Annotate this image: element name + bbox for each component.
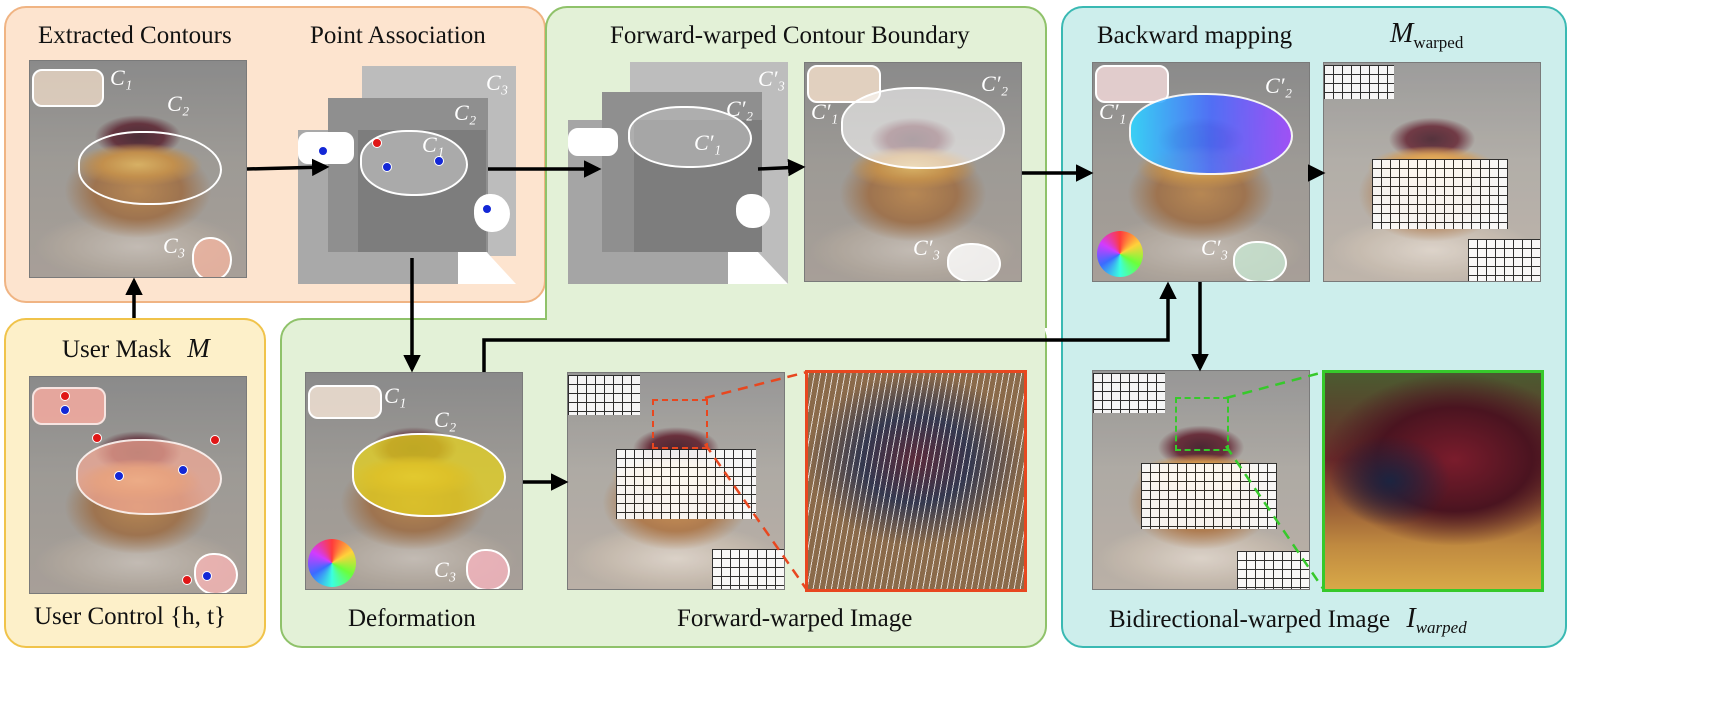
- user-control-label: User Control {h, t}: [34, 603, 227, 630]
- contour-c3: [192, 237, 232, 277]
- fw-contour-c3: [736, 194, 770, 228]
- backward-mapping-image: C′₁ C′₂ C′₃: [1092, 62, 1310, 282]
- arrow-contours-to-association: [246, 158, 330, 177]
- contour-c1: [32, 69, 104, 107]
- extracted-contours-title: Extracted Contours: [38, 22, 232, 49]
- handle-point: [60, 391, 70, 401]
- forward-warped-zoom: [805, 370, 1027, 592]
- contour-c2: [78, 131, 222, 205]
- deform-contour-c1: [308, 385, 382, 419]
- fwi-grid-middle: [616, 449, 756, 519]
- fwi-zoom-box: [652, 399, 708, 449]
- forward-warped-image-label: Forward-warped Image: [677, 605, 913, 632]
- c2-label: C₂: [167, 91, 190, 116]
- deform-c3-label: C₃: [434, 557, 457, 582]
- handle-point: [372, 138, 382, 148]
- zoom-line-green-top: [1225, 370, 1325, 400]
- bwi-zoom-box: [1175, 397, 1229, 451]
- fwb-c3-label: C′₃: [913, 235, 941, 260]
- user-mask-text: User Mask: [62, 336, 172, 363]
- fwi-grid-top: [568, 375, 640, 415]
- fw-contour-c1: [568, 128, 618, 156]
- fw-c3-label: C′₃: [758, 66, 786, 91]
- user-mask-symbol: M: [187, 333, 210, 363]
- i-warped-subscript: warped: [1415, 618, 1467, 637]
- target-point: [434, 156, 444, 166]
- m-warped-grid-top: [1324, 65, 1394, 99]
- arrow-forward-to-boundary: [757, 158, 806, 177]
- user-mask-title: User Mask M: [62, 333, 210, 364]
- arrow-deformation-to-backward: [482, 281, 1177, 372]
- assoc-c3-label: C₃: [486, 70, 509, 95]
- fwb-c1-label: C′₁: [811, 99, 839, 124]
- zoom-line-red-top: [704, 370, 808, 400]
- target-point: [318, 146, 328, 156]
- bidirectional-text: Bidirectional-warped Image: [1109, 606, 1391, 633]
- fw-c2-label: C′₂: [726, 96, 754, 121]
- m-warped-title: Mwarped: [1390, 18, 1463, 53]
- bidirectional-warped-image-label: Bidirectional-warped Image Iwarped: [1109, 603, 1467, 638]
- target-point: [382, 162, 392, 172]
- mask-region-c3: [194, 553, 238, 593]
- forward-warped-stack: C′₁ C′₂ C′₃: [568, 62, 788, 284]
- forward-warped-boundary-title: Forward-warped Contour Boundary: [610, 22, 970, 49]
- bwi-grid-middle: [1141, 463, 1277, 529]
- forward-warped-boundary-image: C′₁ C′₂ C′₃: [804, 62, 1022, 282]
- deformation-image: C₁ C₂ C₃: [305, 372, 523, 590]
- target-point: [482, 204, 492, 214]
- bwi-grid-corner: [1237, 551, 1309, 589]
- fw-contour-c2: [628, 106, 752, 168]
- bidirectional-warped-zoom: [1322, 370, 1544, 592]
- bm-contour-c1: [1095, 65, 1169, 103]
- m-warped-grid-middle: [1372, 159, 1508, 229]
- mask-region-c2: [76, 439, 222, 515]
- deform-c2-label: C₂: [434, 407, 457, 432]
- handle-point: [92, 433, 102, 443]
- bm-c2-label: C′₂: [1265, 73, 1293, 98]
- assoc-contour-c3: [474, 194, 510, 232]
- assoc-c1-label: C₁: [422, 132, 445, 157]
- deform-c1-label: C₁: [384, 383, 407, 408]
- fwb-contour-c2: [841, 87, 1005, 169]
- target-point: [114, 471, 124, 481]
- m-warped-grid-corner: [1468, 239, 1540, 281]
- m-warped-subscript: warped: [1413, 33, 1464, 52]
- deform-contour-c3: [466, 549, 510, 589]
- fwi-grid-corner: [712, 549, 784, 589]
- point-association-stack: C₁ C₂ C₃: [298, 66, 516, 284]
- fwb-contour-c3: [947, 243, 1001, 281]
- assoc-c2-label: C₂: [454, 100, 477, 125]
- c1-label: C₁: [110, 65, 133, 90]
- color-wheel-icon: [1097, 231, 1143, 277]
- i-symbol: I: [1406, 603, 1416, 634]
- bm-flow-field: [1129, 93, 1293, 175]
- color-wheel-icon: [308, 539, 356, 587]
- c3-label: C₃: [163, 233, 186, 258]
- bm-c3-label: C′₃: [1201, 235, 1229, 260]
- assoc-contour-c2: [360, 130, 468, 196]
- handle-point: [210, 435, 220, 445]
- target-point: [202, 571, 212, 581]
- fw-c1-label: C′₁: [694, 130, 722, 155]
- m-warped-image: [1323, 62, 1541, 282]
- handle-point: [182, 575, 192, 585]
- deform-yellow-region: [352, 433, 506, 517]
- bidirectional-warped-image: [1092, 370, 1310, 590]
- panel-joint: [547, 300, 1045, 340]
- fwb-c2-label: C′₂: [981, 71, 1009, 96]
- backward-mapping-title: Backward mapping: [1097, 22, 1293, 49]
- target-point: [178, 465, 188, 475]
- bwi-grid-top: [1093, 373, 1165, 413]
- point-association-title: Point Association: [310, 22, 486, 49]
- m-symbol: M: [1390, 18, 1414, 49]
- extracted-contours-image: C₁ C₂ C₃: [29, 60, 247, 278]
- deformation-label: Deformation: [348, 605, 476, 632]
- target-point: [60, 405, 70, 415]
- user-mask-image: [29, 376, 247, 594]
- zoom-line-green-bottom: [1224, 445, 1326, 591]
- bm-contour-c3: [1233, 241, 1287, 281]
- zoom-line-red-bottom: [703, 443, 809, 591]
- bm-c1-label: C′₁: [1099, 99, 1127, 124]
